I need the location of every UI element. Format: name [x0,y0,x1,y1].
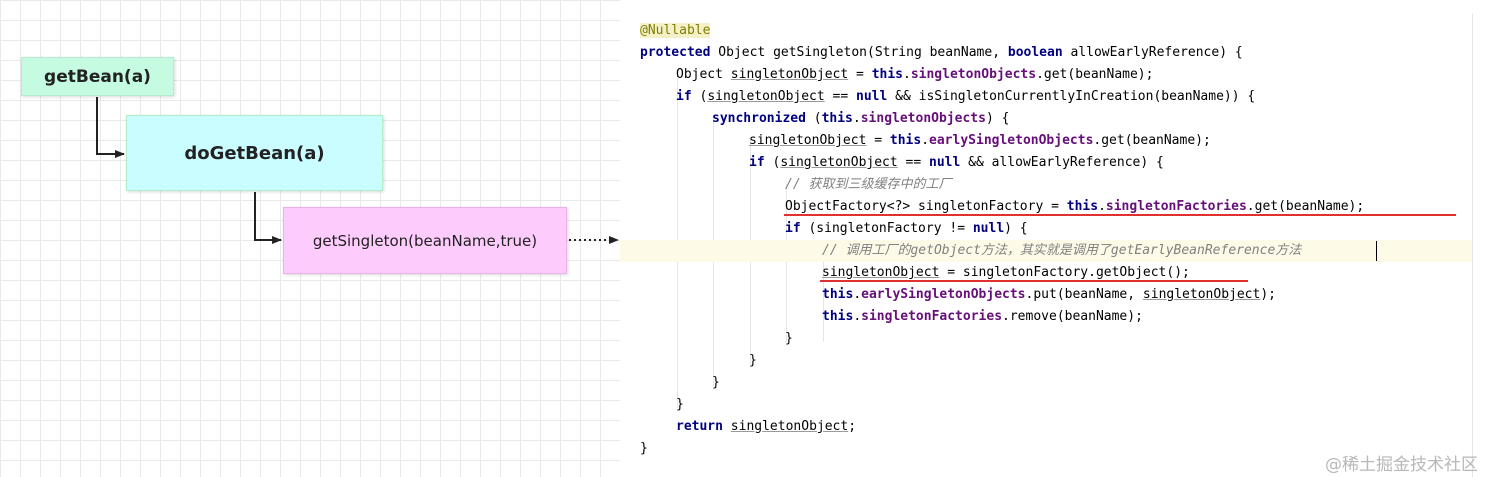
code-line-4: if (singletonObject == null && isSinglet… [676,89,1256,104]
red-underline-factory-line [784,214,1456,216]
diagram-edges [96,97,619,244]
edge-getbean-to-dogetbean [96,97,125,158]
watermark: @稀土掘金技术社区 [1325,455,1478,475]
code-line-9: ObjectFactory<?> singletonFactory = this… [785,199,1365,214]
code-line-1: @Nullable [640,23,711,38]
code-line-18: } [676,397,684,412]
edge-dogetbean-to-getsingleton [254,192,282,244]
node-getbean[interactable]: getBean(a) [21,57,174,96]
code-line-16: } [749,353,757,368]
code-line-17: } [712,375,720,390]
code-line-6: singletonObject = this.earlySingletonObj… [749,133,1211,148]
code-line-3: Object singletonObject = this.singletonO… [676,67,1154,82]
code-line-5: synchronized (this.singletonObjects) { [712,111,1010,126]
text-cursor [1376,241,1377,261]
code-line-19: return singletonObject; [676,419,857,434]
code-panel: @Nullable protected Object getSingleton(… [620,14,1473,477]
red-underline-getobject-line [820,280,1248,282]
code-line-2: protected Object getSingleton(String bea… [640,45,1243,60]
code-line-8: // 获取到三级缓存中的工厂 [785,177,952,192]
code-line-12: singletonObject = singletonFactory.getOb… [822,265,1190,280]
node-dogetbean[interactable]: doGetBean(a) [126,115,383,191]
code-line-14: this.singletonFactories.remove(beanName)… [822,309,1143,324]
node-getsingleton[interactable]: getSingleton(beanName,true) [283,207,567,274]
code-line-11: // 调用工厂的getObject方法，其实就是调用了getEarlyBeanR… [620,240,1472,262]
code-line-13: this.earlySingletonObjects.put(beanName,… [822,287,1276,302]
code-line-7: if (singletonObject == null && allowEarl… [749,155,1164,170]
code-line-20: } [640,441,648,456]
code-line-15: } [785,331,793,346]
code-line-10: if (singletonFactory != null) { [785,221,1028,236]
